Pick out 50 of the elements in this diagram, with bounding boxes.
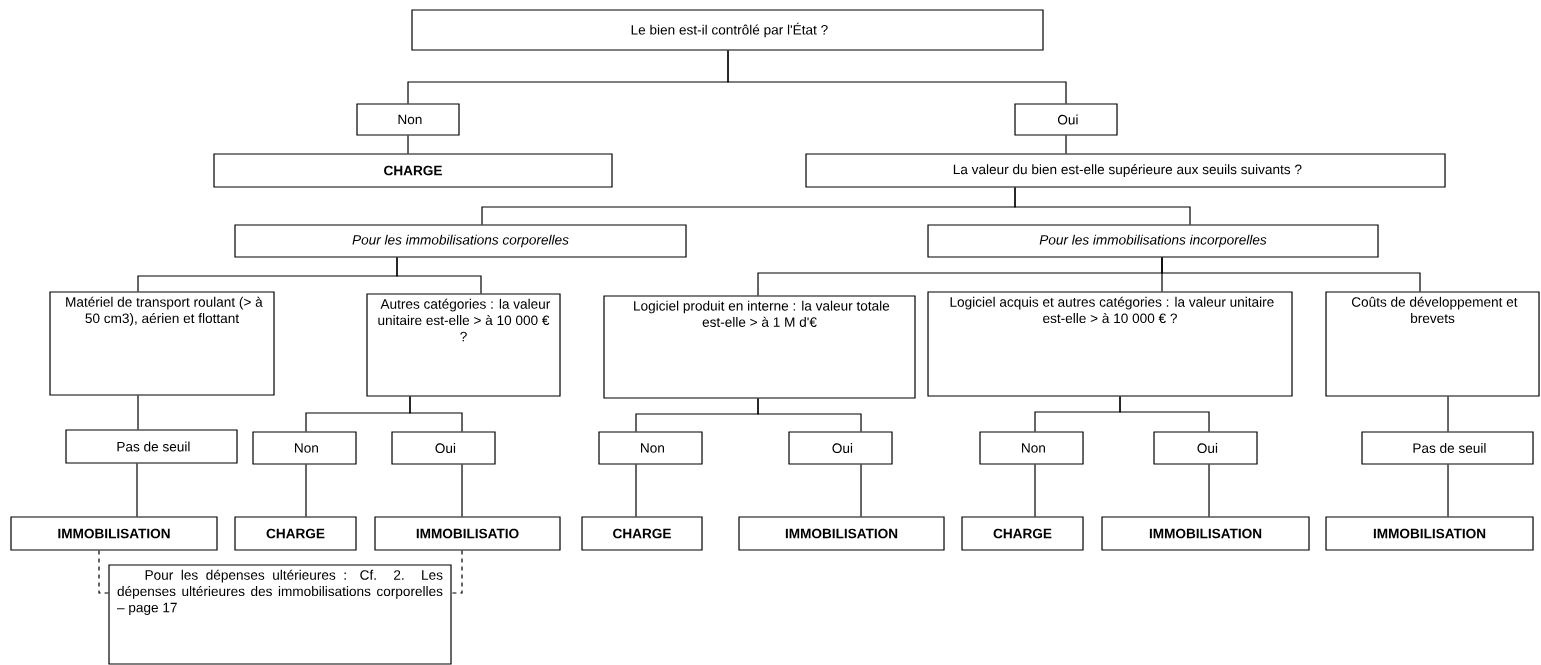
connector-line — [407, 135, 409, 154]
connector-line — [409, 396, 463, 432]
question-box: Matériel de transport roulant (> à 50 cm3), aérien et flottant — [49, 291, 275, 396]
question-box: Logiciel acquis et autres catégories : la valeur unitaire est-elle > à 10 000 € ? — [927, 291, 1293, 397]
answer-box: Non — [598, 431, 703, 465]
question-box: Logiciel produit en interne : la valeur totale est-elle > à 1 M d'€ — [603, 295, 916, 399]
answer-box: Pas de seuil — [65, 429, 238, 464]
connector-line — [1208, 464, 1210, 517]
result-box: IMMOBILISATION — [1325, 516, 1534, 551]
connector-line — [461, 464, 463, 517]
connector-line — [396, 257, 482, 294]
connector-line — [305, 464, 307, 517]
note-box: Pour les dépenses ultérieures : Cf. 2. Les dépenses ultérieures des immobilisations corporelles – page 17 — [108, 564, 452, 665]
connector-line — [136, 463, 138, 517]
result-box: IMMOBILISATION — [1101, 516, 1310, 551]
dashed-connector — [98, 550, 109, 594]
connector-line — [1447, 464, 1449, 517]
connector-line — [137, 395, 139, 430]
result-box: IMMOBILISATION — [10, 516, 218, 551]
answer-box: Non — [979, 431, 1084, 465]
connector-line — [635, 464, 637, 517]
connector-line — [727, 50, 1067, 104]
result-box: CHARGE — [234, 516, 357, 551]
connector-line — [1161, 257, 1421, 292]
question-box: Autres catégories : la valeur unitaire est-elle > à 10 000 € ? — [366, 293, 561, 397]
result-box: IMMOBILISATIO — [374, 516, 561, 551]
answer-box: Oui — [1014, 103, 1118, 136]
answer-box: Oui — [788, 431, 893, 465]
answer-box: Non — [252, 431, 357, 465]
connector-line — [860, 464, 862, 517]
connector-line — [1119, 396, 1210, 432]
answer-box: Pas de seuil — [1361, 431, 1534, 465]
result-box: CHARGE — [961, 516, 1084, 551]
category-box: Pour les immobilisations incorporelles — [927, 224, 1379, 258]
connector-line — [757, 398, 862, 432]
result-box: CHARGE — [213, 153, 613, 188]
connector-line — [1447, 396, 1449, 432]
result-box: IMMOBILISATION — [738, 516, 945, 551]
connector-line — [1065, 135, 1067, 154]
question-box: Le bien est-il contrôlé par l'État ? — [411, 9, 1044, 51]
answer-box: Oui — [1153, 431, 1258, 465]
result-box: CHARGE — [581, 516, 703, 551]
connector-line — [1014, 187, 1191, 225]
answer-box: Non — [356, 103, 460, 136]
connector-line — [1034, 464, 1036, 517]
question-box: Coûts de développement et brevets — [1325, 291, 1540, 397]
dashed-connector — [451, 550, 463, 594]
category-box: Pour les immobilisations corporelles — [234, 224, 687, 258]
answer-box: Oui — [391, 431, 496, 465]
question-box: La valeur du bien est-elle supérieure aux seuils suivants ? — [805, 153, 1446, 188]
